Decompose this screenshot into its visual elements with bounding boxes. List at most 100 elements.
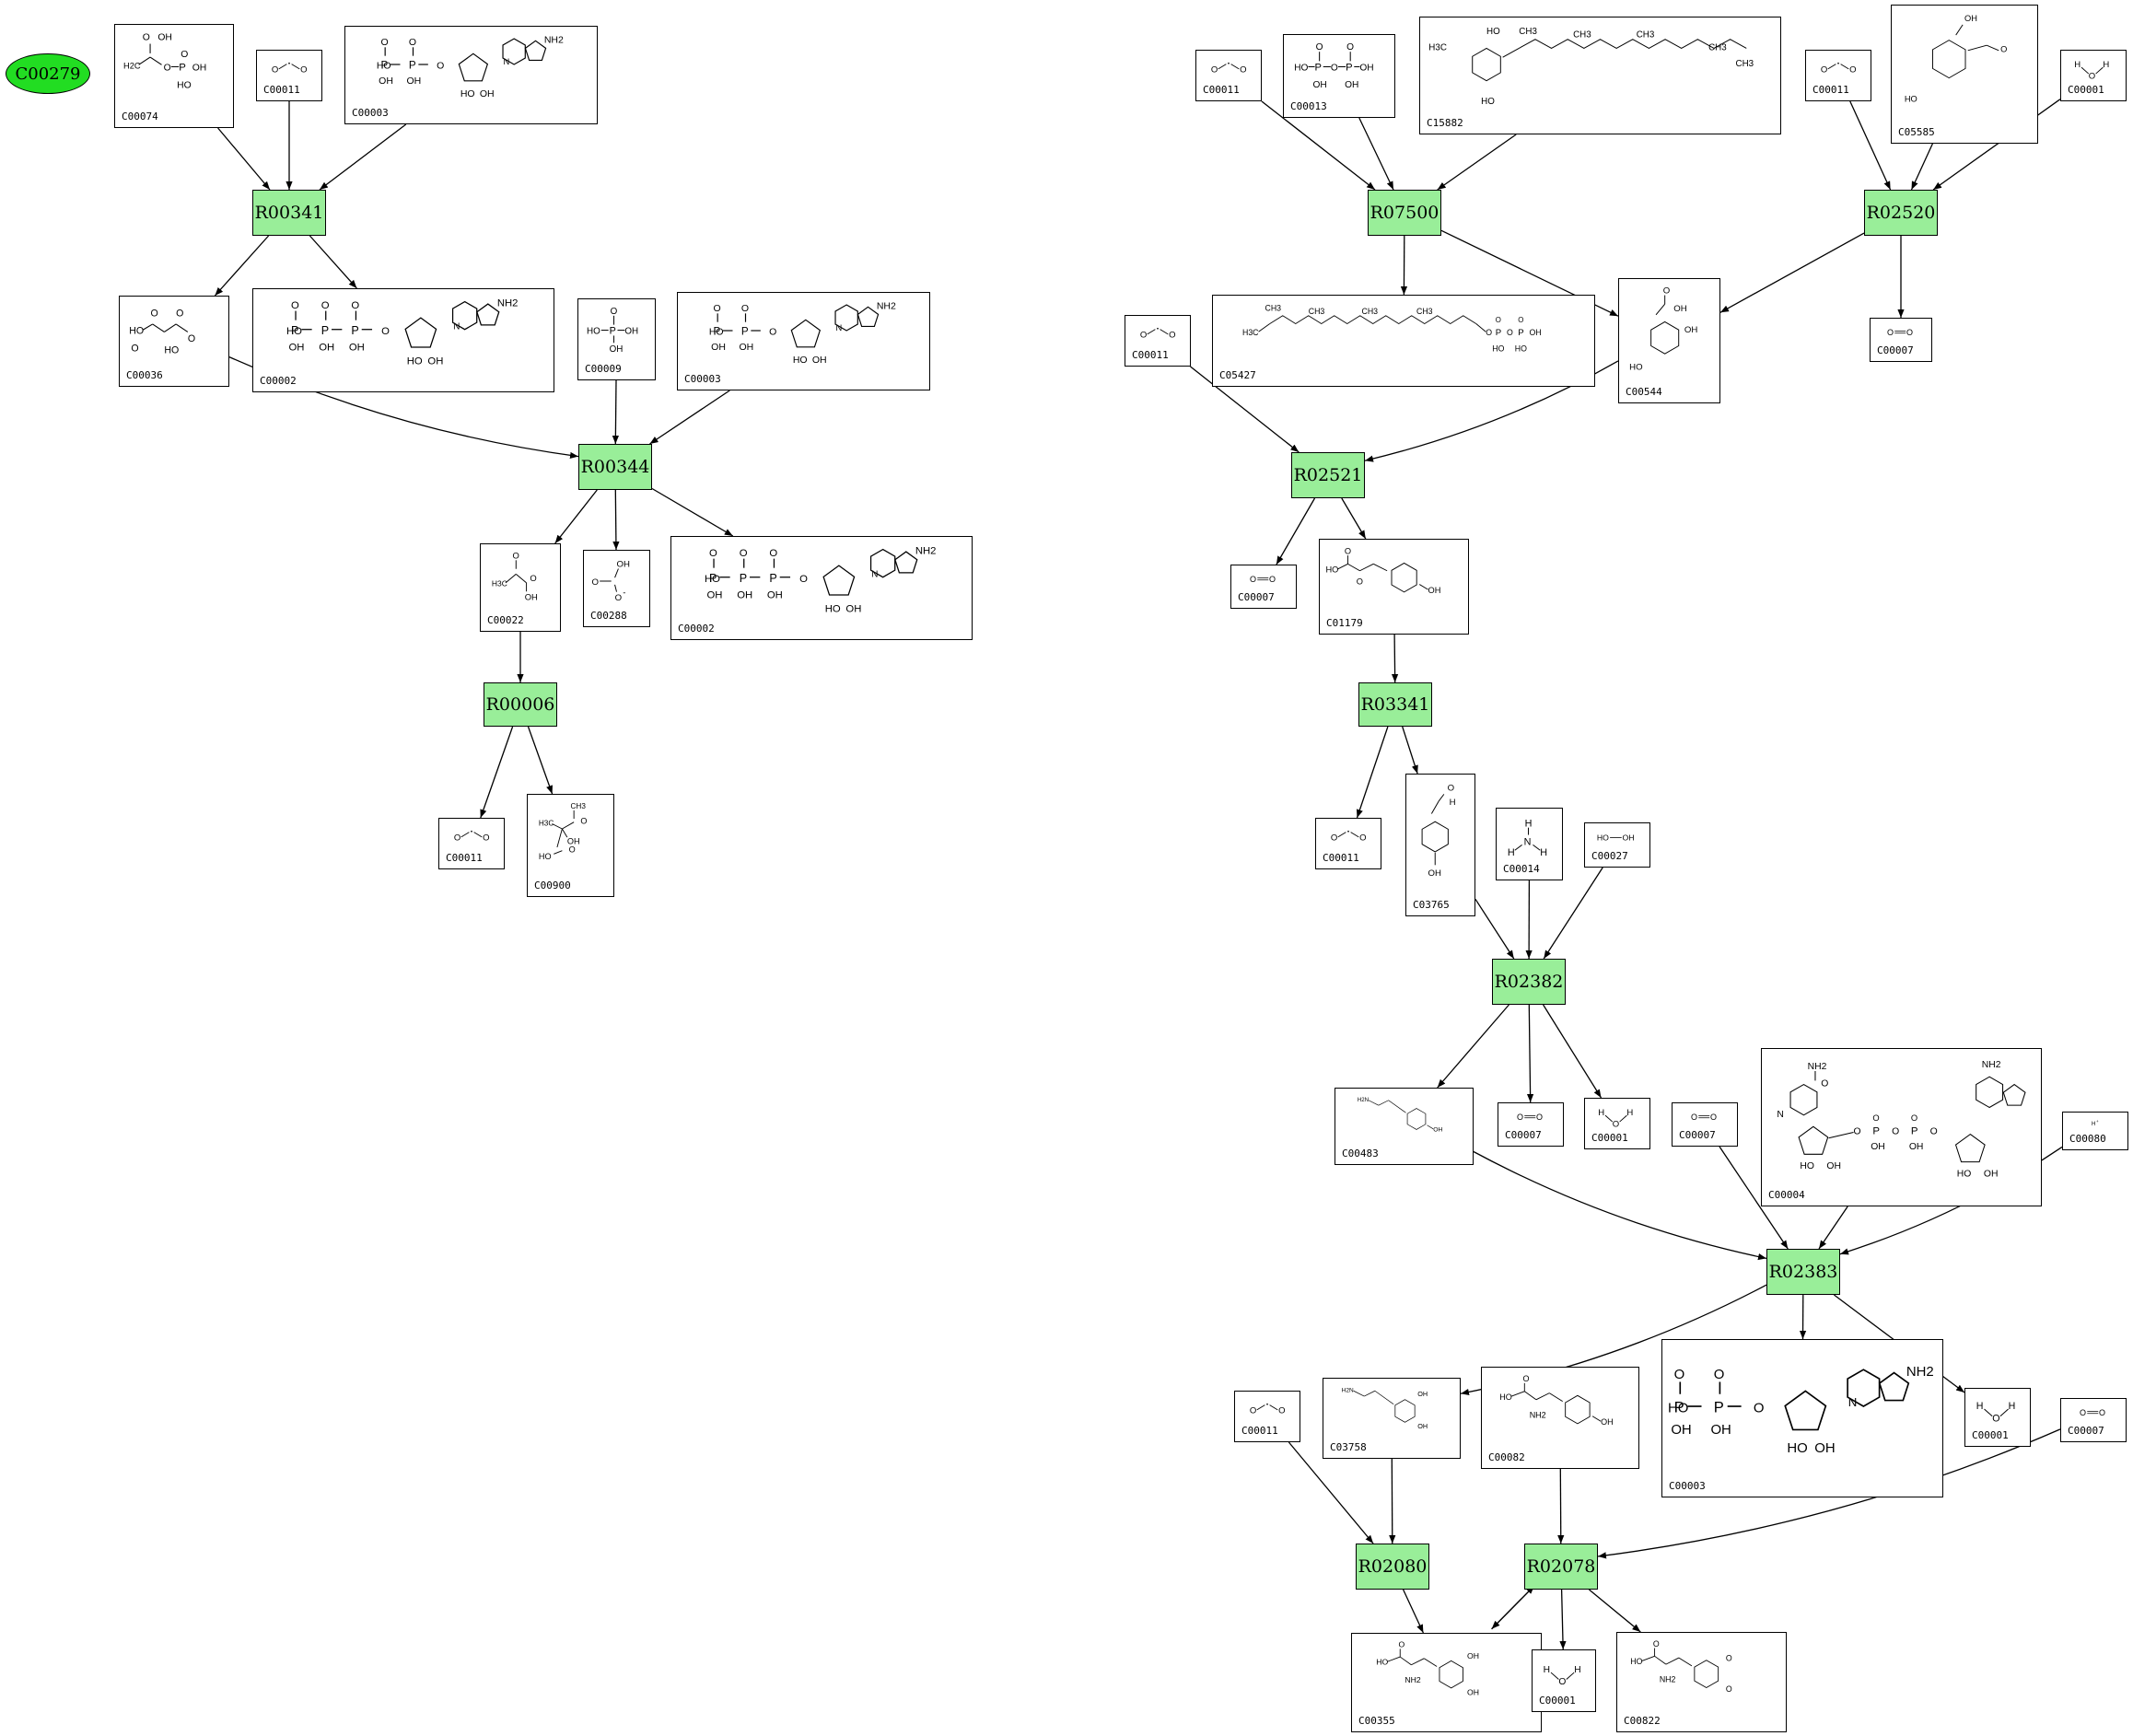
svg-text:O: O — [1359, 833, 1366, 843]
svg-text:P: P — [381, 60, 389, 72]
svg-text:O: O — [1250, 1405, 1256, 1416]
svg-text:O: O — [1399, 1640, 1405, 1649]
reaction-node-r03341[interactable]: R03341 — [1358, 682, 1432, 727]
svg-text:HO: HO — [1668, 1401, 1688, 1416]
svg-text:O: O — [1892, 1127, 1899, 1137]
svg-text:OH: OH — [1673, 304, 1686, 314]
svg-text:O: O — [1240, 64, 1246, 75]
compound-node-c00080[interactable]: H+C00080 — [2062, 1112, 2128, 1150]
svg-text:HO: HO — [587, 326, 600, 336]
svg-text:O: O — [1346, 42, 1354, 52]
compound-id-label: C01179 — [1326, 617, 1363, 629]
reaction-node-r02383[interactable]: R02383 — [1766, 1249, 1840, 1295]
svg-text:O: O — [741, 303, 749, 314]
edge-arrow — [309, 235, 357, 289]
reaction-node-r02382[interactable]: R02382 — [1492, 959, 1566, 1005]
svg-text:NH2: NH2 — [497, 298, 519, 309]
edge-arrow — [1719, 1146, 1789, 1250]
svg-text:OH: OH — [1710, 1422, 1731, 1438]
svg-text:O: O — [351, 300, 359, 311]
svg-text:O: O — [454, 833, 460, 843]
compound-id-label: C00014 — [1503, 863, 1540, 875]
reaction-node-r00341[interactable]: R00341 — [252, 190, 326, 236]
svg-text:HO: HO — [1597, 833, 1609, 843]
compound-id-label: C00900 — [534, 880, 571, 891]
svg-text:O: O — [1269, 575, 1276, 584]
reaction-node-r00344[interactable]: R00344 — [578, 444, 652, 490]
reaction-label: R02520 — [1866, 203, 1936, 223]
reaction-node-r07500[interactable]: R07500 — [1368, 190, 1441, 236]
svg-text:H: H — [1525, 819, 1533, 830]
reaction-node-r02078[interactable]: R02078 — [1524, 1544, 1598, 1590]
compound-id-label: C00009 — [585, 363, 622, 375]
edge-arrow — [1403, 1589, 1424, 1634]
reaction-node-r02521[interactable]: R02521 — [1291, 452, 1365, 498]
reaction-node-r00006[interactable]: R00006 — [484, 682, 557, 727]
svg-text:O: O — [1357, 577, 1363, 587]
svg-text:O: O — [188, 333, 195, 344]
svg-text:O: O — [1872, 1113, 1879, 1123]
reaction-label: R03341 — [1360, 694, 1430, 715]
edge-arrow — [1190, 366, 1300, 453]
svg-text:N: N — [1777, 1110, 1784, 1120]
compound-id-label: C00080 — [2069, 1133, 2106, 1145]
reaction-node-r02520[interactable]: R02520 — [1864, 190, 1938, 236]
svg-text:O: O — [1911, 1113, 1917, 1123]
svg-text:OH: OH — [610, 344, 624, 355]
reaction-node-r02080[interactable]: R02080 — [1356, 1544, 1429, 1590]
svg-text:P: P — [1518, 328, 1523, 338]
start-compound-node[interactable]: C00279 — [6, 53, 90, 94]
svg-text:OH: OH — [1671, 1422, 1691, 1438]
svg-text:P: P — [409, 60, 416, 72]
svg-text:H: H — [1450, 798, 1456, 808]
svg-text:OH: OH — [349, 342, 365, 353]
